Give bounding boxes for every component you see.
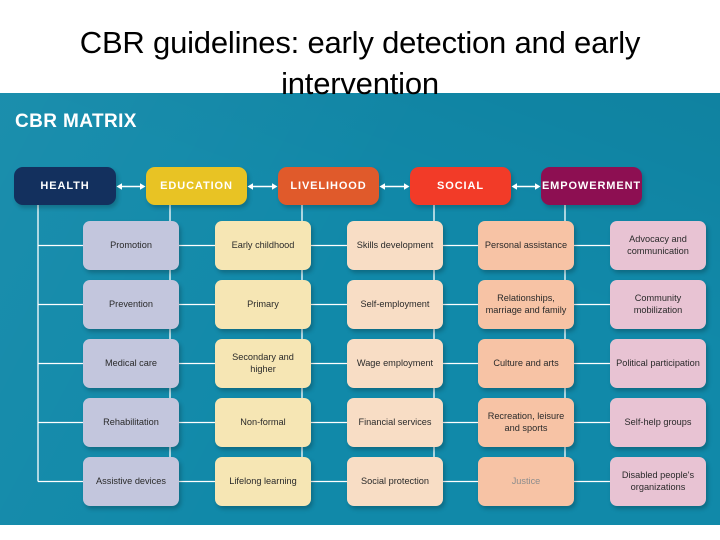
page-title: CBR guidelines: early detection and earl… bbox=[79, 25, 641, 102]
matrix-cell-health-1[interactable]: Promotion bbox=[83, 221, 179, 270]
category-header-health[interactable]: HEALTH bbox=[14, 167, 116, 205]
matrix-cell-label: Personal assistance bbox=[484, 239, 568, 250]
matrix-cell-label: Self-help groups bbox=[624, 416, 692, 427]
matrix-cell-label: Prevention bbox=[109, 298, 153, 309]
matrix-cell-empowerment-3[interactable]: Political participation bbox=[610, 339, 706, 388]
matrix-cell-label: Skills development bbox=[356, 239, 434, 250]
matrix-cell-education-1[interactable]: Early childhood bbox=[215, 221, 311, 270]
matrix-cell-empowerment-5[interactable]: Disabled people's organizations bbox=[610, 457, 706, 506]
matrix-cell-label: Rehabilitation bbox=[103, 416, 159, 427]
category-header-livelihood[interactable]: LIVELIHOOD bbox=[278, 167, 379, 205]
matrix-cell-label: Social protection bbox=[361, 475, 429, 486]
matrix-cell-label: Self-employment bbox=[360, 298, 430, 309]
cbr-matrix-panel: CBR MATRIX HEALTH EDUCATION LIVELIHOOD SOCI… bbox=[0, 93, 720, 525]
category-header-label: LIVELIHOOD bbox=[290, 180, 367, 192]
matrix-cell-label: Secondary and higher bbox=[232, 352, 294, 374]
category-header-label: EDUCATION bbox=[160, 180, 233, 192]
matrix-cell-livelihood-4[interactable]: Financial services bbox=[347, 398, 443, 447]
category-header-education[interactable]: EDUCATION bbox=[146, 167, 247, 205]
matrix-cell-label: Relationships, marriage and family bbox=[485, 293, 567, 315]
matrix-cell-social-2[interactable]: Relationships, marriage and family bbox=[478, 280, 574, 329]
matrix-cell-health-2[interactable]: Prevention bbox=[83, 280, 179, 329]
matrix-cell-label: Advocacy and communication bbox=[627, 234, 689, 256]
matrix-cell-social-4[interactable]: Recreation, leisure and sports bbox=[478, 398, 574, 447]
double-headed-arrow-icon bbox=[511, 182, 541, 191]
matrix-cell-health-5[interactable]: Assistive devices bbox=[83, 457, 179, 506]
matrix-cell-label: Financial services bbox=[358, 416, 432, 427]
matrix-cell-empowerment-4[interactable]: Self-help groups bbox=[610, 398, 706, 447]
matrix-cell-label: Lifelong learning bbox=[229, 475, 297, 486]
matrix-cell-label: Non-formal bbox=[240, 416, 286, 427]
category-header-label: EMPOWERMENT bbox=[541, 180, 642, 192]
matrix-cell-label: Primary bbox=[247, 298, 279, 309]
category-header-row: HEALTH EDUCATION LIVELIHOOD SOCIAL EMPOWERME… bbox=[0, 167, 720, 205]
matrix-cell-livelihood-3[interactable]: Wage employment bbox=[347, 339, 443, 388]
matrix-cell-health-3[interactable]: Medical care bbox=[83, 339, 179, 388]
matrix-cell-livelihood-1[interactable]: Skills development bbox=[347, 221, 443, 270]
matrix-cell-label: Early childhood bbox=[231, 239, 295, 250]
matrix-cell-label: Political participation bbox=[616, 357, 700, 368]
category-header-empowerment[interactable]: EMPOWERMENT bbox=[541, 167, 642, 205]
matrix-cell-label: Wage employment bbox=[356, 357, 434, 368]
matrix-cell-label: Medical care bbox=[104, 357, 158, 368]
matrix-cell-label: Recreation, leisure and sports bbox=[487, 411, 565, 433]
matrix-cell-education-5[interactable]: Lifelong learning bbox=[215, 457, 311, 506]
matrix-cell-label: Culture and arts bbox=[493, 357, 559, 368]
category-header-social[interactable]: SOCIAL bbox=[410, 167, 511, 205]
matrix-cell-label: Justice bbox=[511, 475, 541, 486]
matrix-cell-empowerment-1[interactable]: Advocacy and communication bbox=[610, 221, 706, 270]
matrix-cell-label: Promotion bbox=[110, 239, 152, 250]
double-headed-arrow-icon bbox=[247, 182, 278, 191]
matrix-cell-education-4[interactable]: Non-formal bbox=[215, 398, 311, 447]
matrix-cell-health-4[interactable]: Rehabilitation bbox=[83, 398, 179, 447]
matrix-cell-social-5[interactable]: Justice bbox=[478, 457, 574, 506]
matrix-heading: CBR MATRIX bbox=[15, 111, 137, 132]
matrix-cell-education-2[interactable]: Primary bbox=[215, 280, 311, 329]
category-header-label: SOCIAL bbox=[437, 180, 484, 192]
matrix-cell-empowerment-2[interactable]: Community mobilization bbox=[610, 280, 706, 329]
matrix-cell-livelihood-2[interactable]: Self-employment bbox=[347, 280, 443, 329]
double-headed-arrow-icon bbox=[116, 182, 146, 191]
matrix-cell-label: Assistive devices bbox=[96, 475, 166, 486]
matrix-cell-social-1[interactable]: Personal assistance bbox=[478, 221, 574, 270]
matrix-cell-label: Community mobilization bbox=[633, 293, 683, 315]
matrix-cell-social-3[interactable]: Culture and arts bbox=[478, 339, 574, 388]
matrix-cell-livelihood-5[interactable]: Social protection bbox=[347, 457, 443, 506]
category-header-label: HEALTH bbox=[40, 180, 90, 192]
matrix-cell-label: Disabled people's organizations bbox=[621, 470, 695, 492]
double-headed-arrow-icon bbox=[379, 182, 410, 191]
matrix-cell-education-3[interactable]: Secondary and higher bbox=[215, 339, 311, 388]
